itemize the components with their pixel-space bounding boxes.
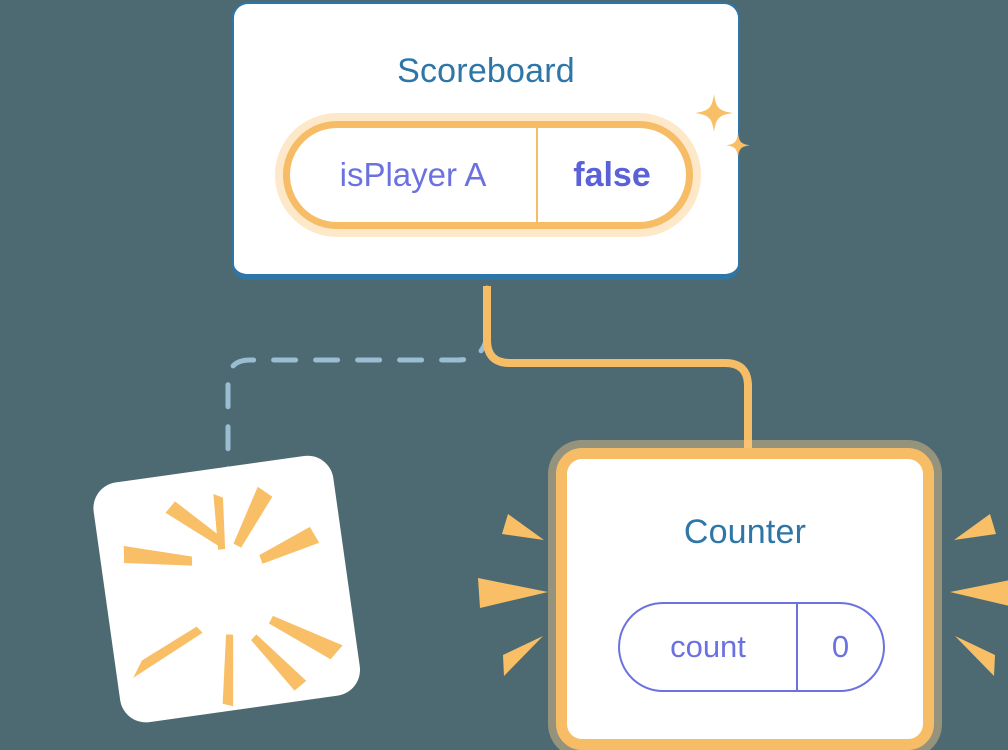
burst-card[interactable] — [86, 452, 368, 730]
connector-solid-to-counter — [483, 286, 752, 470]
scoreboard-state-key: isPlayer A — [290, 128, 538, 222]
burst-ray — [123, 545, 193, 566]
sparkle-large-icon — [695, 94, 733, 132]
counter-state-value: 0 — [831, 629, 850, 664]
burst-ray — [222, 634, 234, 707]
scoreboard-title: Scoreboard — [397, 52, 575, 90]
burst-ray — [268, 615, 343, 660]
sparkle-small-icon — [726, 133, 750, 157]
connector-dashed-to-burst-card — [225, 285, 490, 473]
counter-ray — [502, 514, 544, 540]
scoreboard-state-pill[interactable]: isPlayer A false — [283, 121, 693, 229]
counter-ray — [954, 514, 996, 540]
counter-state-pill[interactable]: count 0 — [618, 602, 885, 692]
counter-ray — [478, 578, 548, 608]
counter-state-key: count — [620, 604, 798, 690]
counter-title: Counter — [683, 513, 807, 551]
burst-ray-group — [123, 486, 343, 707]
burst-ray — [259, 526, 320, 564]
scoreboard-card[interactable]: Scoreboard isPlayer A false — [232, 2, 750, 280]
counter-card[interactable]: Counter count 0 — [556, 448, 934, 750]
burst-ray — [213, 493, 226, 550]
counter-ray — [503, 636, 543, 676]
sparkle-group — [695, 94, 750, 157]
counter-rays-left — [478, 514, 548, 676]
burst-ray — [165, 501, 225, 548]
burst-ray — [133, 626, 203, 678]
burst-ray — [251, 634, 307, 691]
counter-ray — [950, 580, 1008, 606]
burst-card-surface — [93, 455, 361, 723]
counter-rays-right — [950, 514, 1008, 676]
scoreboard-state-value: false — [573, 155, 651, 194]
counter-ray — [955, 636, 995, 676]
burst-ray — [233, 486, 273, 548]
